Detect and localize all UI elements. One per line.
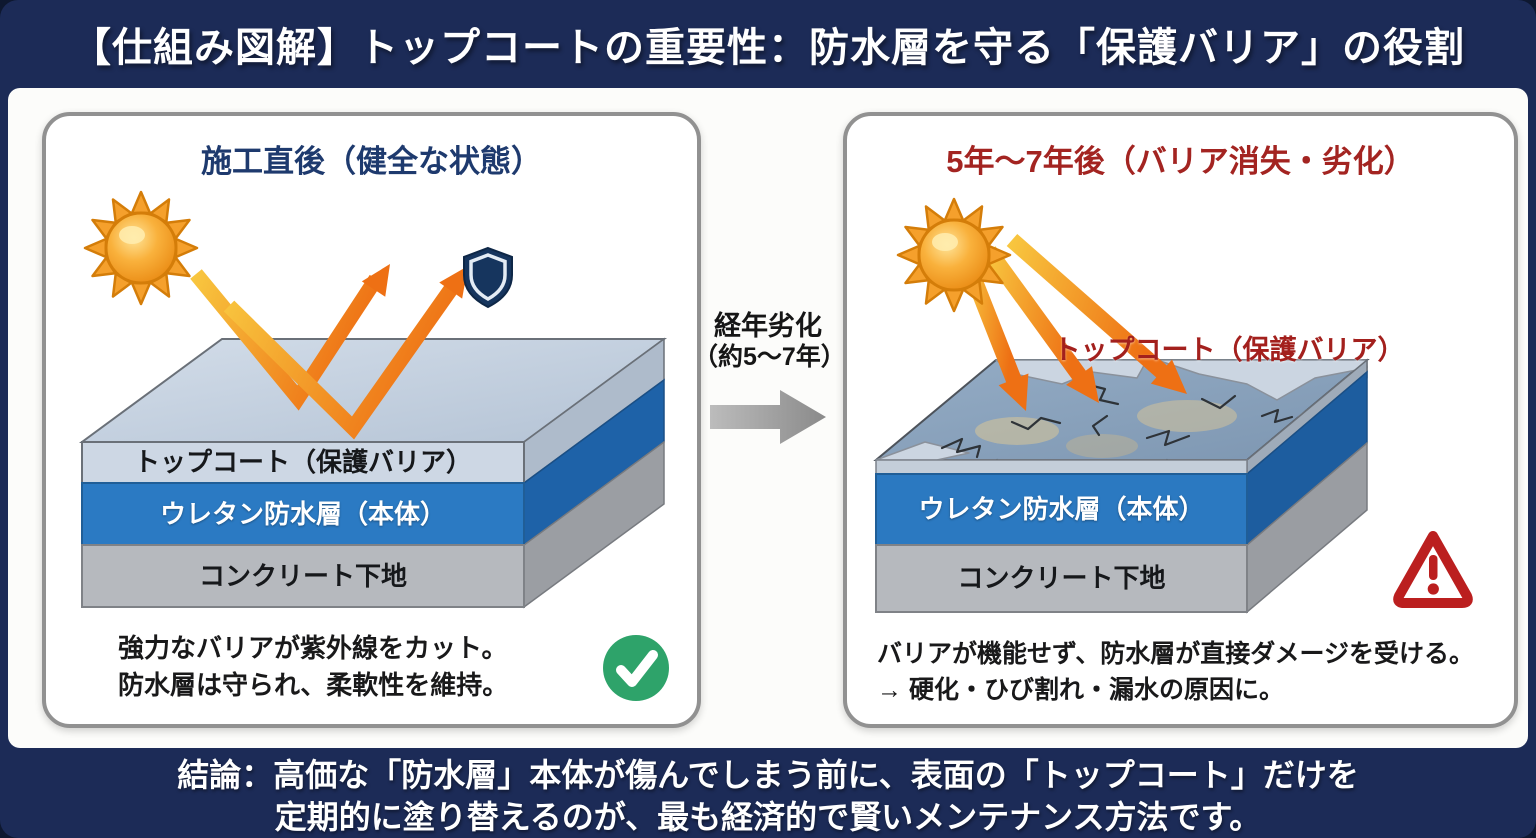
concrete-layer-face [81,544,525,608]
caption-after-line2: → 硬化・ひび割れ・漏水の原因に。 [877,676,1284,704]
layer-block-before [78,337,668,609]
footer-line1: 結論：高価な「防水層」本体が傷んでしまう前に、表面の「トップコート」だけを [177,757,1359,793]
panel-before-illustration [78,190,669,701]
panel-before: 施工直後（健全な状態） トップコート（保護バリア） ウレタン防水層（本体） コン… [42,112,701,728]
caption-before-line1: 強力なバリアが紫外線をカット。 [118,633,508,663]
footer-line2: 定期的に塗り替えるのが、最も経済的で賢いメンテナンス方法です。 [274,799,1262,835]
warning-icon [1393,531,1473,608]
content-area: 施工直後（健全な状態） トップコート（保護バリア） ウレタン防水層（本体） コン… [8,88,1528,748]
layer-label-topcoat: トップコート（保護バリア） [133,447,472,477]
sun-icon [83,190,199,306]
panel-after-illustration [873,197,1473,614]
remnant-front-strip [875,459,1248,475]
surface-stains [975,400,1237,458]
layer-label-concrete: コンクリート下地 [198,561,407,591]
panel-before-title: 施工直後（健全な状態） [201,144,542,179]
uv-reflect-arrows [190,264,468,440]
caption-before-line2: 防水層は守られ、柔軟性を維持。 [118,670,509,700]
panel-after-title: 5年〜7年後（バリア消失・劣化） [946,144,1415,179]
waterproof-layer-face [875,473,1248,546]
layer-label-waterproof: ウレタン防水層（本体） [918,494,1205,524]
transition: 経年劣化 （約5〜7年） [693,310,846,451]
shield-icon [463,246,513,309]
panel-after: 5年〜7年後（バリア消失・劣化） トップコート（保護バリア） ウレタン防水層（本… [843,112,1518,728]
layer-block-after [873,358,1370,614]
layer-label-waterproof: ウレタン防水層（本体） [159,499,446,529]
layer-label-concrete: コンクリート下地 [957,563,1166,593]
transition-label-line2: （約5〜7年） [693,343,846,371]
transition-arrow-icon [710,390,826,444]
header: 【仕組み図解】トップコートの重要性：防水層を守る「保護バリア」の役割 [0,0,1536,88]
caption-after-line1: バリアが機能せず、防水層が直接ダメージを受ける。 [877,640,1475,668]
check-icon [603,635,669,701]
waterproof-layer-face [81,482,525,546]
page-title: 【仕組み図解】トップコートの重要性：防水層を守る「保護バリア」の役割 [71,26,1465,70]
caption-before: 強力なバリアが紫外線をカット。 防水層は守られ、柔軟性を維持。 [118,630,508,704]
transition-label-line1: 経年劣化 [714,311,822,341]
concrete-layer-face [875,544,1248,613]
caption-after: バリアが機能せず、防水層が直接ダメージを受ける。 → 硬化・ひび割れ・漏水の原因… [877,636,1474,708]
footer: 結論：高価な「防水層」本体が傷んでしまう前に、表面の「トップコート」だけを 定期… [0,754,1536,838]
surface-label-topcoat: トップコート（保護バリア） [1053,335,1405,365]
sun-icon [896,197,1012,313]
